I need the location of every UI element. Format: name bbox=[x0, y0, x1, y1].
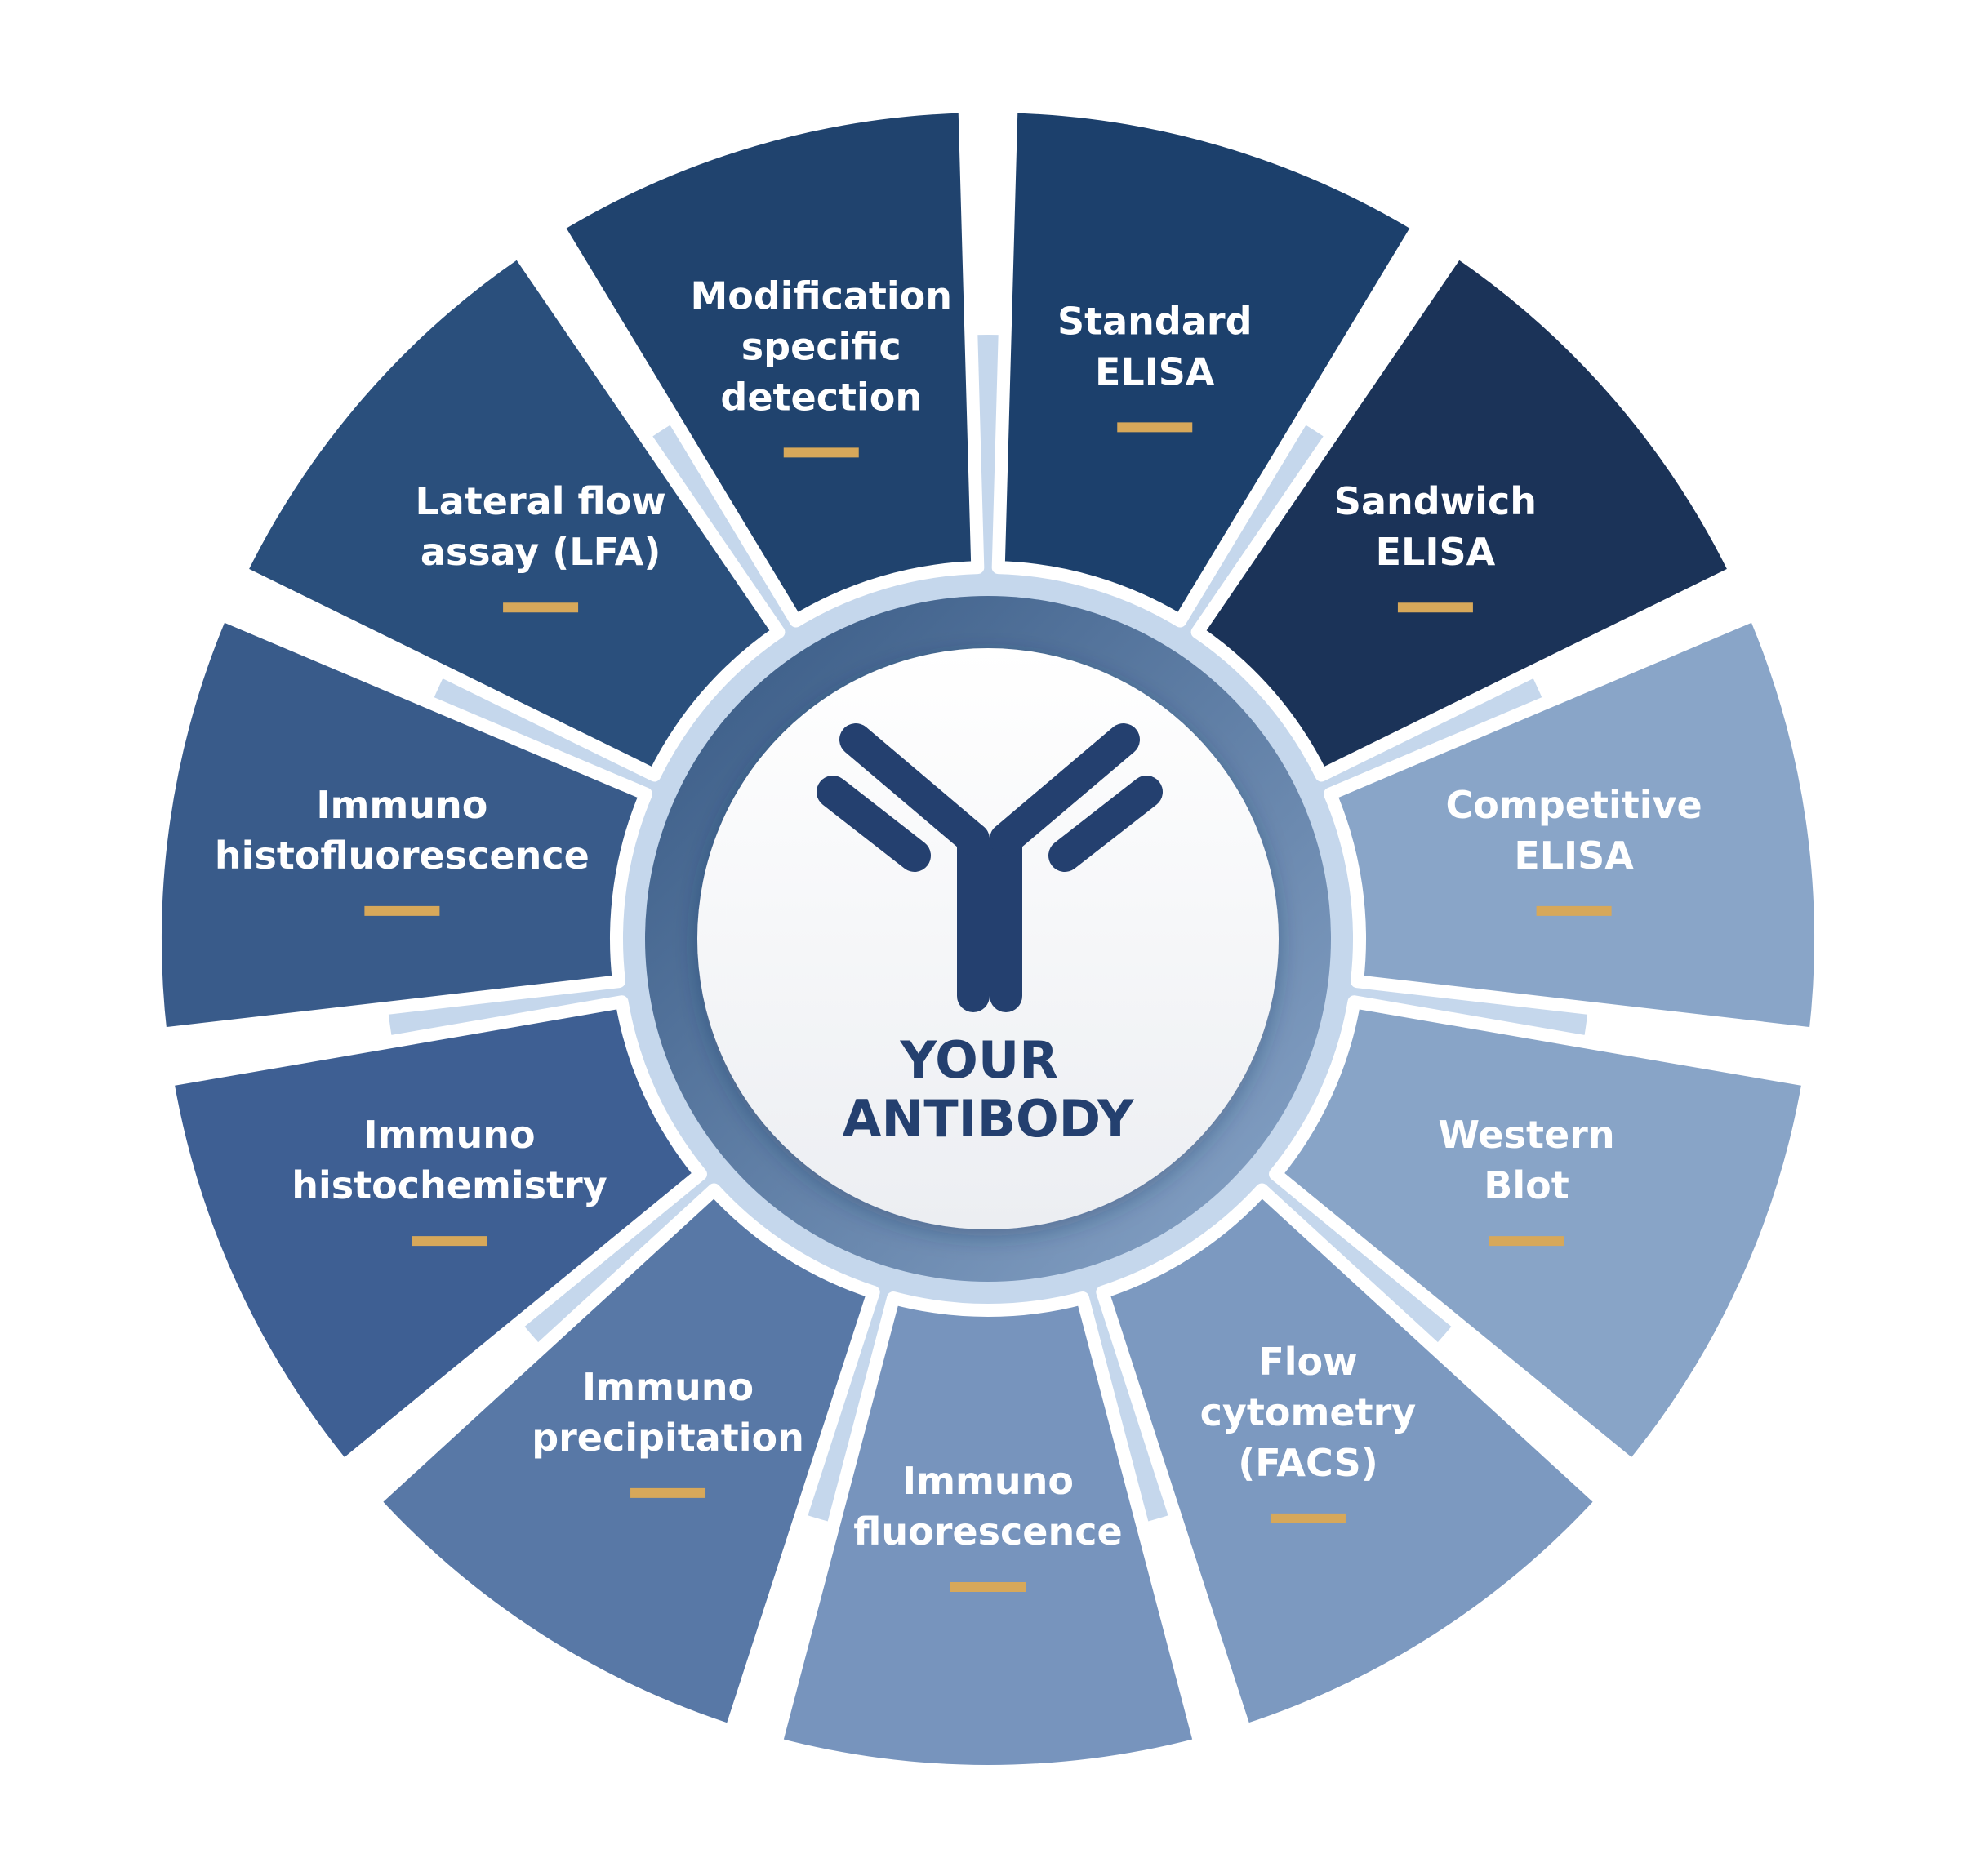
center-title: YOUR ANTIBODY bbox=[842, 1030, 1134, 1149]
segment-label-lateral-flow-assay: Lateral flow assay (LFA) bbox=[415, 479, 665, 574]
segment-immuno-precipitation bbox=[367, 1183, 880, 1738]
segment-immuno-fluorescence bbox=[769, 1291, 1207, 1778]
segment-label-flow-cytometry: Flow cytometry (FACS) bbox=[1200, 1340, 1417, 1485]
segment-label-line: cytometry bbox=[1200, 1390, 1417, 1434]
center-title-line-1: YOUR bbox=[899, 1030, 1057, 1090]
center-title-line-2: ANTIBODY bbox=[842, 1089, 1134, 1149]
segment-flow-cytometry bbox=[1096, 1183, 1609, 1738]
segment-label-line: histofluorescence bbox=[215, 834, 590, 878]
segment-label-line: Flow bbox=[1258, 1340, 1357, 1384]
segment-immuno-histofluorescence bbox=[149, 607, 653, 1041]
segment-lateral-flow-assay bbox=[234, 244, 786, 782]
segment-western-blot bbox=[1269, 995, 1816, 1474]
segment-modification-specific-detection bbox=[550, 100, 985, 628]
segment-label-line: Blot bbox=[1484, 1163, 1569, 1207]
antibody-icon bbox=[817, 723, 1163, 1012]
segment-label-line: Modification bbox=[690, 273, 952, 318]
segment-label-line: Sandwich bbox=[1334, 479, 1537, 523]
segment-label-line: Immuno bbox=[316, 783, 487, 827]
segment-label-line: (FACS) bbox=[1238, 1441, 1378, 1485]
segment-label-line: detection bbox=[720, 375, 922, 419]
segment-label-immuno-fluorescence: Immuno fluorescence bbox=[853, 1459, 1122, 1554]
segment-sandwich-elisa bbox=[1190, 244, 1742, 782]
segment-label-line: Immuno bbox=[902, 1459, 1074, 1503]
segment-label-line: ELISA bbox=[1095, 349, 1215, 393]
segment-label-line: Standard bbox=[1057, 299, 1253, 343]
segment-label-modification-specific-detection: Modification specific detection bbox=[690, 273, 952, 419]
segment-label-line: ELISA bbox=[1376, 530, 1496, 574]
segment-label-line: precipitation bbox=[532, 1416, 804, 1460]
segment-label-line: specific bbox=[741, 324, 901, 368]
segment-label-line: Western bbox=[1438, 1113, 1614, 1157]
segment-label-line: histochemistry bbox=[292, 1163, 607, 1207]
segment-label-line: fluorescence bbox=[853, 1509, 1122, 1554]
segment-label-immuno-precipitation: Immuno precipitation bbox=[532, 1365, 804, 1460]
segment-immuno-histochemistry bbox=[160, 995, 707, 1474]
segment-label-immuno-histochemistry: Immuno histochemistry bbox=[292, 1113, 607, 1207]
segment-label-line: Immuno bbox=[363, 1113, 535, 1157]
segment-label-line: Competitive bbox=[1446, 783, 1702, 827]
segment-standard-elisa bbox=[991, 100, 1426, 628]
segment-label-line: ELISA bbox=[1514, 834, 1634, 878]
segment-label-line: Immuno bbox=[582, 1365, 754, 1409]
segment-competitive-elisa bbox=[1324, 607, 1827, 1041]
segment-label-line: assay (LFA) bbox=[421, 530, 661, 574]
segment-label-immuno-histofluorescence: Immuno histofluorescence bbox=[215, 783, 590, 878]
segment-label-line: Lateral flow bbox=[415, 479, 665, 523]
